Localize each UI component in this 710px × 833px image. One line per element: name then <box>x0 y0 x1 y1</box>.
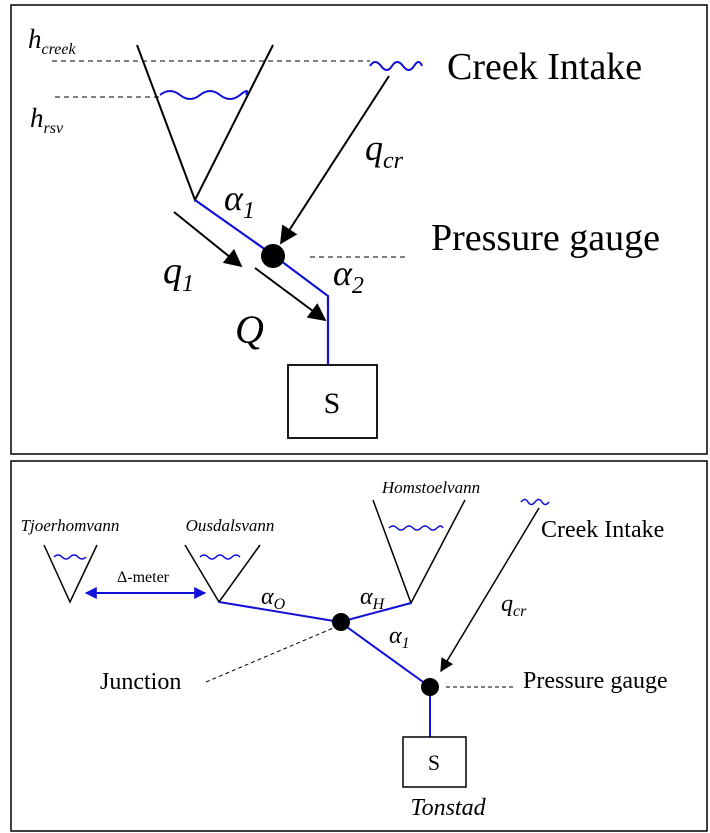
delta-meter-label: Δ-meter <box>117 569 170 586</box>
reservoir-water-homstoelvann <box>388 525 444 531</box>
h-rsv-label: hrsv <box>30 103 64 137</box>
top-panel: hcreek hrsv Creek Intake qcr Pressure ga… <box>10 4 708 455</box>
pressure-gauge-node <box>261 244 285 268</box>
q-cr-label-bottom: qcr <box>501 591 527 620</box>
station-name-label: Tonstad <box>410 795 486 821</box>
Q-label: Q <box>235 307 264 352</box>
h-creek-label: hcreek <box>28 24 76 58</box>
pipe-ousdalsvann-to-junction <box>218 601 341 623</box>
bottom-panel-frame <box>10 460 708 832</box>
q-cr-label: qcr <box>365 128 404 174</box>
q1-arrow <box>173 211 243 268</box>
pipe-junction-to-gauge <box>339 621 431 737</box>
pipe-homstoelvann-to-junction <box>339 602 412 623</box>
reservoir-label-tjoerhomvann: Tjoerhomvann <box>21 516 120 535</box>
creek-intake-wave-icon-bottom <box>520 498 550 506</box>
creek-intake-label: Creek Intake <box>447 46 642 88</box>
junction-label: Junction <box>100 669 181 695</box>
reservoir-label-ousdalsvann: Ousdalsvann <box>186 516 275 535</box>
alpha-2-label: α2 <box>333 253 364 299</box>
station-box <box>287 364 378 439</box>
reservoir-outline-tjoerhomvann <box>43 544 98 604</box>
station-box-bottom <box>402 736 467 788</box>
Q-arrow <box>254 267 327 322</box>
q1-label: q1 <box>163 250 194 297</box>
reservoir-label-homstoelvann: Homstoelvann <box>381 478 480 497</box>
station-label-bottom: S <box>428 750 440 775</box>
penstock-pipe <box>194 199 330 365</box>
q-cr-arrow-bottom <box>440 507 540 673</box>
junction-dashed-line <box>205 625 339 683</box>
alpha-1-label: α1 <box>224 178 255 224</box>
pressure-gauge-label-bottom: Pressure gauge <box>523 668 668 694</box>
junction-node <box>332 613 350 631</box>
reservoir-outline-homstoelvann <box>372 499 466 605</box>
station-label: S <box>324 387 341 420</box>
pressure-gauge-label: Pressure gauge <box>431 217 660 259</box>
bottom-panel: Tjoerhomvann Ousdalsvann Δ-meter Homstoe… <box>10 460 708 832</box>
reservoir-outline <box>136 44 274 203</box>
q-cr-arrow <box>280 75 390 245</box>
alpha-H-label: αH <box>360 584 386 613</box>
alpha-1-label-bottom: α1 <box>389 623 410 652</box>
reservoir-water-ousdalsvann <box>199 554 241 560</box>
creek-intake-label-bottom: Creek Intake <box>541 517 664 543</box>
reservoir-water-tjoerhomvann <box>53 554 87 560</box>
alpha-O-label: αO <box>261 584 286 613</box>
reservoir-water-surface <box>159 90 249 100</box>
creek-intake-wave-icon <box>369 61 423 71</box>
top-panel-frame <box>10 4 708 455</box>
pressure-gauge-node-bottom <box>421 678 439 696</box>
